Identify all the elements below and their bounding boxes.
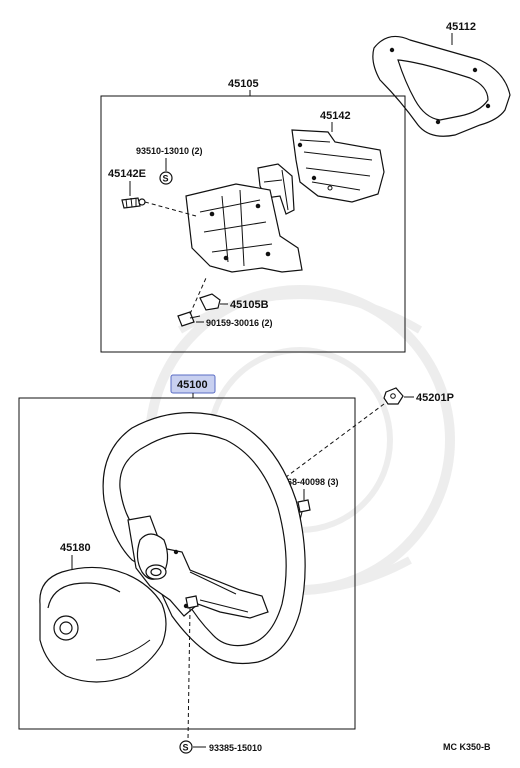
part-45142-bracket[interactable]	[291, 129, 385, 203]
diagram-ref-code: MC K350-B	[443, 742, 491, 752]
dash-45201P	[163, 403, 385, 569]
label-90168-40098: 90168-40098 (3)	[272, 477, 339, 487]
label-45180: 45180	[60, 542, 91, 554]
group-box-45105	[100, 95, 406, 353]
dash-45142E	[144, 201, 197, 217]
part-93385-screw[interactable]	[185, 595, 199, 609]
part-90159-30016-bolt[interactable]	[177, 311, 201, 327]
label-45105: 45105	[228, 78, 259, 90]
label-45142E: 45142E	[108, 168, 146, 180]
s-symbol-icon: S	[179, 740, 193, 754]
label-93510-13010: 93510-13010 (2)	[136, 146, 203, 156]
label-45201P: 45201P	[416, 392, 454, 404]
dash-93385	[187, 607, 191, 741]
label-45112: 45112	[446, 21, 476, 33]
part-45105B-clip[interactable]	[199, 293, 221, 311]
svg-text:S: S	[163, 174, 169, 184]
part-45142E-screw[interactable]	[121, 197, 146, 209]
dash-bolt-up	[189, 277, 207, 315]
label-45142: 45142	[320, 110, 351, 122]
steering-wheel-hub[interactable]	[127, 515, 269, 619]
svg-text:S: S	[183, 743, 189, 753]
part-90168-40098-bolt[interactable]	[297, 499, 311, 521]
label-93385-15010: 93385-15010	[209, 743, 262, 753]
part-45180-pad[interactable]	[39, 566, 167, 683]
label-45100: 45100	[177, 379, 208, 391]
s-symbol-icon: S	[159, 171, 173, 185]
part-45112-cover[interactable]	[372, 35, 511, 137]
part-45105-bracket[interactable]	[185, 183, 303, 273]
label-45105B: 45105B	[230, 299, 269, 311]
group-box-45100	[18, 397, 356, 730]
part-45201P-nut[interactable]	[383, 387, 404, 405]
label-90159-30016: 90159-30016 (2)	[206, 318, 273, 328]
